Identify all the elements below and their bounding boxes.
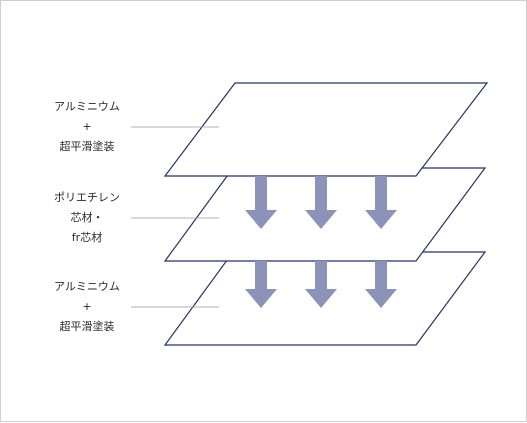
down-arrow-icon [365, 261, 397, 308]
bottom-layer-label-line-3: 超平滑塗装 [59, 320, 115, 333]
bottom-layer-label-line-2: + [82, 300, 92, 313]
down-arrow-icon [245, 176, 277, 229]
middle-layer-label-line-2: 芯材・ [70, 211, 104, 224]
middle-layer-label: ポリエチレン 芯材・ fr芯材 [27, 188, 147, 248]
lower-arrow-group [245, 261, 397, 308]
top-layer-label: アルミニウム + 超平滑塗装 [27, 97, 147, 157]
top-layer-label-line-1: アルミニウム [54, 100, 120, 113]
down-arrow-icon [305, 261, 337, 308]
top-layer-plate [163, 82, 489, 177]
top-layer-label-line-2: + [82, 120, 92, 133]
middle-layer-label-line-1: ポリエチレン [54, 191, 120, 204]
top-layer-label-line-3: 超平滑塗装 [59, 140, 115, 153]
down-arrow-icon [245, 261, 277, 308]
bottom-layer-label: アルミニウム + 超平滑塗装 [27, 277, 147, 337]
bottom-layer-label-line-1: アルミニウム [54, 280, 120, 293]
down-arrow-icon [305, 176, 337, 229]
middle-layer-label-line-3: fr芯材 [71, 231, 103, 244]
upper-arrow-group [245, 176, 397, 229]
down-arrow-icon [365, 176, 397, 229]
